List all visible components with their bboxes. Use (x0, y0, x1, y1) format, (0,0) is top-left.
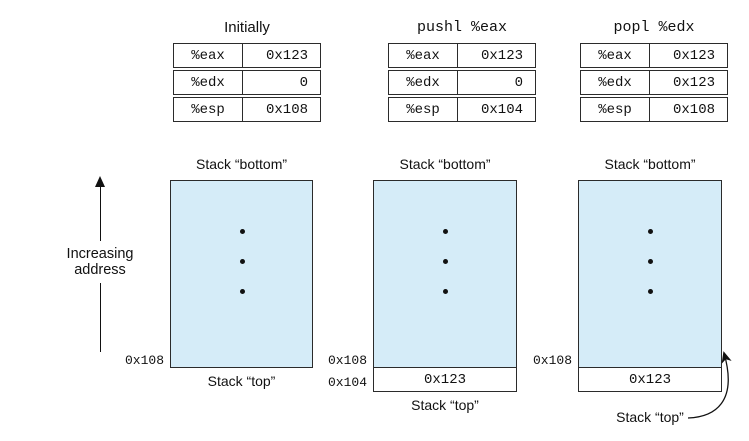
register-name: %edx (191, 74, 225, 91)
stack-box: 0x123 (373, 180, 517, 392)
ellipsis-dot (443, 259, 448, 264)
column-title: pushl %eax (416, 19, 507, 36)
register-row: %eax 0x123 (173, 43, 321, 68)
ellipsis-dot (443, 229, 448, 234)
axis-line-upper (100, 187, 101, 241)
address-label: 0x104 (327, 375, 367, 390)
register-name: %edx (598, 74, 632, 91)
address-label: 0x108 (327, 353, 367, 368)
axis-label-line2: address (74, 262, 126, 278)
register-row: %eax 0x123 (388, 43, 536, 68)
register-name: %edx (406, 74, 440, 91)
register-row: %edx 0x123 (580, 70, 728, 95)
stack-region (171, 181, 312, 367)
register-value: 0x123 (649, 71, 727, 94)
stack-top-pointer-arrow (687, 351, 732, 419)
register-row: %eax 0x123 (580, 43, 728, 68)
register-name: %esp (191, 101, 225, 118)
register-name: %esp (598, 101, 632, 118)
ellipsis-dot (648, 259, 653, 264)
register-name: %eax (406, 47, 440, 64)
register-row: %edx 0 (173, 70, 321, 95)
register-name: %esp (406, 101, 440, 118)
register-table: %eax 0x123 %edx 0 %esp 0x108 (173, 43, 321, 124)
register-value: 0 (457, 71, 535, 94)
register-table: %eax 0x123 %edx 0 %esp 0x104 (388, 43, 536, 124)
stack-cell: 0x123 (579, 367, 721, 391)
axis-arrowhead-icon (95, 176, 105, 187)
ellipsis-dot (239, 229, 245, 234)
address-label: 0x108 (124, 353, 164, 368)
stack-bottom-label: Stack “bottom” (604, 156, 696, 172)
ellipsis-dot (648, 289, 653, 294)
axis-line-lower (100, 283, 101, 352)
column-title: popl %edx (613, 19, 695, 36)
stack-top-label: Stack “top” (207, 373, 276, 389)
stack-box: 0x123 (578, 180, 722, 392)
register-name: %eax (598, 47, 632, 64)
ellipsis-dot (239, 289, 245, 294)
stack-region (374, 181, 516, 367)
register-row: %esp 0x104 (388, 97, 536, 122)
ellipsis-dot (239, 259, 245, 264)
register-name: %eax (191, 47, 225, 64)
register-value: 0x123 (649, 44, 727, 67)
stack-cell: 0x123 (374, 367, 516, 391)
stack-bottom-label: Stack “bottom” (195, 156, 288, 172)
stack-box (170, 180, 313, 368)
ellipsis-dot (443, 289, 448, 294)
stack-bottom-label: Stack “bottom” (399, 156, 491, 172)
stack-top-label: Stack “top” (411, 397, 479, 413)
register-table: %eax 0x123 %edx 0x123 %esp 0x108 (580, 43, 728, 124)
stack-region (579, 181, 721, 367)
address-label: 0x108 (532, 353, 572, 368)
register-value: 0x104 (457, 98, 535, 121)
stack-top-label: Stack “top” (616, 409, 684, 425)
axis-label-line1: Increasing (66, 246, 134, 262)
register-value: 0 (242, 71, 320, 94)
register-row: %edx 0 (388, 70, 536, 95)
register-row: %esp 0x108 (580, 97, 728, 122)
register-value: 0x108 (242, 98, 320, 121)
register-value: 0x123 (242, 44, 320, 67)
register-value: 0x108 (649, 98, 727, 121)
column-title: Initially (224, 19, 270, 36)
ellipsis-dot (648, 229, 653, 234)
register-row: %esp 0x108 (173, 97, 321, 122)
register-value: 0x123 (457, 44, 535, 67)
